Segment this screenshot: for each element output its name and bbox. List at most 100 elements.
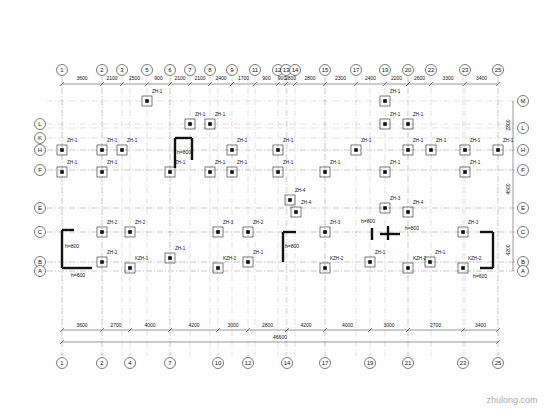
column bbox=[216, 266, 220, 270]
dimension: 4000 bbox=[144, 323, 155, 328]
axis-bubble bbox=[518, 123, 529, 134]
axis-line bbox=[47, 124, 516, 125]
drawing-line bbox=[406, 328, 410, 332]
drawing-line bbox=[496, 328, 500, 332]
column bbox=[406, 210, 410, 214]
pad-label: ZH-1 bbox=[330, 161, 340, 166]
axis-number: 4 bbox=[128, 360, 131, 366]
pad-label: ZH-3 bbox=[468, 221, 478, 226]
pad-label: KZH-2 bbox=[330, 257, 343, 262]
wall-label: h=800 bbox=[65, 244, 79, 249]
column bbox=[323, 170, 327, 174]
dimension: 4500 bbox=[506, 183, 511, 194]
axis-number: 23 bbox=[462, 67, 469, 73]
column bbox=[276, 170, 280, 174]
axis-line bbox=[498, 77, 499, 356]
axis-number: 3 bbox=[120, 67, 123, 73]
axis-bubble bbox=[365, 358, 376, 369]
axis-line bbox=[47, 271, 516, 272]
pad-label: ZH-1 bbox=[215, 113, 225, 118]
column bbox=[383, 99, 387, 103]
shear-wall bbox=[62, 229, 74, 231]
pad-footing bbox=[426, 145, 436, 155]
axis-bubble bbox=[57, 358, 68, 369]
column bbox=[368, 260, 372, 264]
column bbox=[246, 230, 250, 234]
drawing-line bbox=[230, 82, 234, 86]
pad-label: ZH-1 bbox=[413, 113, 423, 118]
drawing-line bbox=[100, 328, 104, 332]
pad-label: ZH-2 bbox=[135, 221, 145, 226]
shear-wall bbox=[492, 232, 494, 268]
axis-bubble bbox=[493, 65, 504, 76]
axis-bubble bbox=[35, 119, 46, 130]
axis-bubble bbox=[35, 203, 46, 214]
pad-footing bbox=[320, 227, 330, 237]
dimension: 4200 bbox=[506, 244, 511, 255]
column bbox=[230, 148, 234, 152]
axis-letter: C bbox=[521, 229, 525, 235]
pad-footing bbox=[380, 96, 390, 106]
watermark: zhulong.com bbox=[486, 396, 537, 405]
pad-footing bbox=[185, 119, 195, 129]
pad-footing bbox=[365, 257, 375, 267]
column bbox=[323, 230, 327, 234]
pad-label: ZH-1 bbox=[361, 139, 371, 144]
axis-letter: F bbox=[38, 167, 42, 173]
dimension: 2300 bbox=[335, 76, 346, 81]
column bbox=[406, 122, 410, 126]
pad-footing bbox=[243, 257, 253, 267]
axis-line bbox=[47, 262, 516, 263]
axis-line bbox=[47, 101, 516, 102]
pad-footing bbox=[320, 263, 330, 273]
pad-label: KZH-2 bbox=[468, 257, 481, 262]
axis-number: 7 bbox=[188, 67, 191, 73]
axis-letter: K bbox=[38, 135, 42, 141]
column bbox=[100, 148, 104, 152]
column bbox=[323, 266, 327, 270]
axis-bubble bbox=[518, 145, 529, 156]
column bbox=[406, 266, 410, 270]
axis-bubble bbox=[458, 358, 469, 369]
pad-label: ZH-4 bbox=[413, 201, 423, 206]
axis-letter: M bbox=[521, 98, 526, 104]
axis-bubble bbox=[243, 358, 254, 369]
dimension: 4200 bbox=[300, 323, 311, 328]
shear-wall bbox=[283, 231, 296, 233]
column bbox=[230, 170, 234, 174]
drawing-line bbox=[323, 328, 327, 332]
pad-label: ZH-1 bbox=[470, 139, 480, 144]
axis-number: 2 bbox=[100, 67, 103, 73]
axis-number: 5 bbox=[145, 67, 148, 73]
pad-label: ZH-1 bbox=[436, 139, 446, 144]
column bbox=[461, 266, 465, 270]
pad-label: ZH-1 bbox=[107, 139, 117, 144]
axis-bubble bbox=[125, 358, 136, 369]
column bbox=[463, 170, 467, 174]
dimension: 2500 bbox=[129, 76, 140, 81]
axis-bubble bbox=[250, 65, 261, 76]
axis-number: 15 bbox=[322, 67, 329, 73]
pad-footing bbox=[97, 167, 107, 177]
column bbox=[294, 210, 298, 214]
pad-footing bbox=[97, 145, 107, 155]
pad-footing bbox=[205, 167, 215, 177]
axis-bubble bbox=[403, 65, 414, 76]
axis-number: 8 bbox=[208, 67, 211, 73]
column bbox=[246, 260, 250, 264]
wall-label: h=800 bbox=[177, 150, 191, 155]
axis-bubble bbox=[227, 65, 238, 76]
axis-bubble bbox=[35, 266, 46, 277]
axis-line bbox=[102, 77, 103, 356]
dimension: 4000 bbox=[342, 323, 353, 328]
axis-bubble bbox=[205, 65, 216, 76]
axis-letter: H bbox=[38, 147, 42, 153]
axis-line bbox=[232, 77, 233, 356]
dimension: 2200 bbox=[391, 76, 402, 81]
pad-footing bbox=[142, 96, 152, 106]
column bbox=[276, 148, 280, 152]
drawing-line bbox=[60, 82, 64, 86]
axis-line bbox=[130, 77, 131, 356]
drawing-line bbox=[368, 328, 372, 332]
